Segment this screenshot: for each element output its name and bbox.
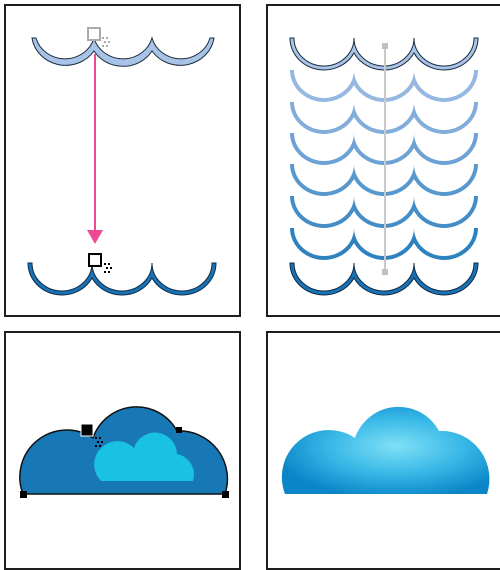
anchor-point-icon[interactable] — [222, 491, 229, 498]
panel-blend-result — [266, 4, 500, 317]
panel-4-art — [268, 333, 500, 570]
panel-smooth-blend-result — [266, 331, 500, 570]
anchor-point-icon[interactable] — [20, 491, 27, 498]
panel-3-art — [6, 333, 241, 570]
panel-cloud-blend-start — [4, 331, 241, 570]
wave-light-shape[interactable] — [32, 38, 214, 66]
panel-2-art — [268, 6, 500, 317]
anchor-point-icon[interactable] — [176, 427, 182, 433]
anchor-point-icon[interactable] — [382, 43, 388, 49]
wave-dark-shape[interactable] — [28, 263, 216, 295]
arrow-head — [87, 230, 103, 244]
panel-1-art — [6, 6, 241, 317]
panel-blend-start — [4, 4, 241, 317]
anchor-point-icon[interactable] — [382, 269, 388, 275]
cloud-blended-shape[interactable] — [282, 407, 490, 494]
